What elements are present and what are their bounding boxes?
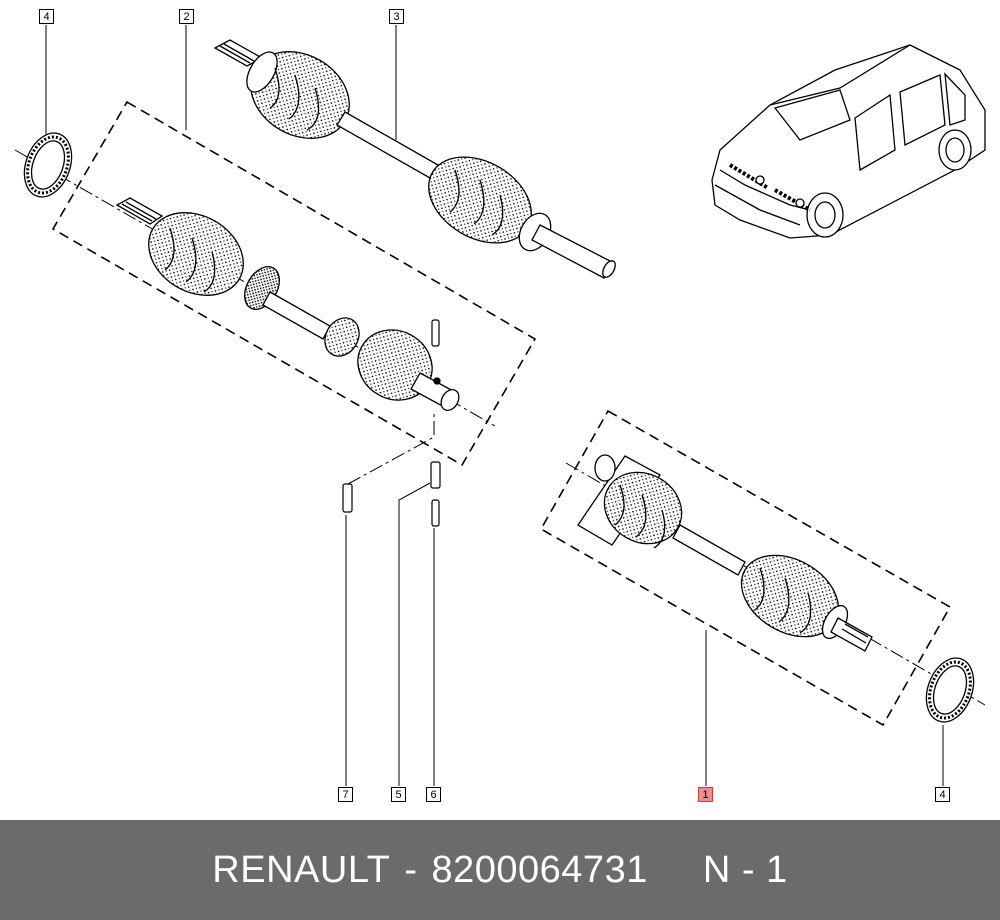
roll-pin-7 — [342, 483, 353, 513]
dashed-frame-kit-left — [51, 100, 537, 467]
tone-ring-top-left — [23, 132, 73, 198]
driveshaft-part-1 — [577, 454, 873, 652]
roll-pin-6 — [431, 499, 440, 527]
roll-pin-5 — [430, 461, 441, 489]
callout-5: 5 — [391, 787, 406, 802]
part-info-banner: RENAULT - 8200064731 N - 1 — [0, 820, 1000, 920]
callout-1-highlighted: 1 — [698, 787, 713, 802]
callout-7: 7 — [338, 787, 353, 802]
position-code: N - 1 — [702, 848, 788, 891]
separator-dash: - — [404, 848, 418, 891]
leader-lines — [45, 25, 944, 786]
tone-ring-bottom-right — [925, 657, 975, 723]
part-number: 8200064731 — [431, 848, 648, 891]
callout-6: 6 — [426, 787, 441, 802]
callout-3: 3 — [389, 9, 404, 24]
dashed-frame-kit-right — [539, 409, 952, 727]
callout-4-bottom: 4 — [935, 787, 950, 802]
driveshaft-part-2 — [115, 197, 460, 411]
driveshaft-exploded-diagram — [14, 25, 986, 786]
callout-4-top: 4 — [39, 9, 54, 24]
roll-pin-upper — [431, 319, 440, 347]
callout-2: 2 — [179, 9, 194, 24]
roll-pins — [342, 319, 441, 527]
brand-name: RENAULT — [212, 848, 391, 891]
vehicle-locator-sketch — [711, 44, 986, 239]
driveshaft-part-3 — [213, 39, 616, 279]
